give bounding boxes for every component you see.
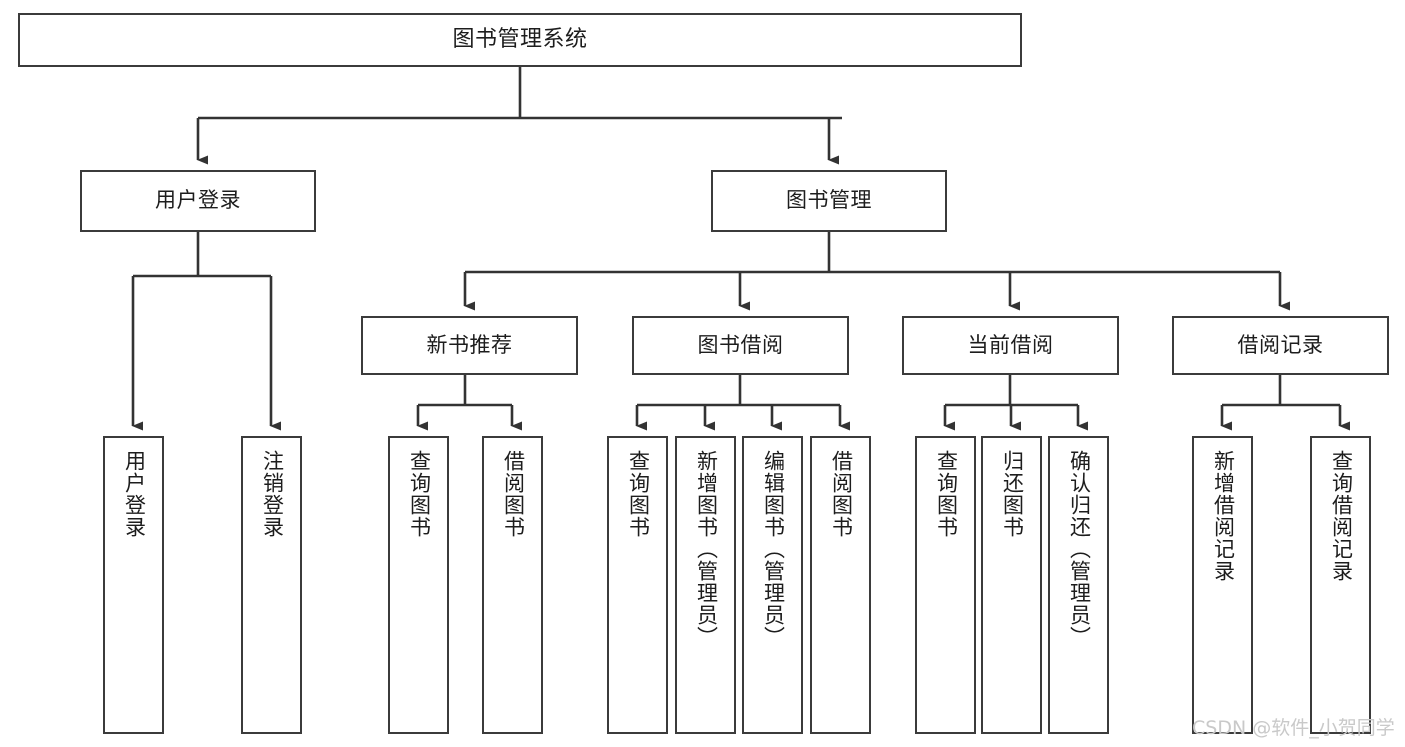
node-label: 编辑图书（管理员）: [761, 450, 786, 648]
node-label: 查询图书: [934, 450, 959, 538]
node-label: 借阅图书: [501, 450, 526, 538]
node-leaf-edit-book-admin[interactable]: 编辑图书（管理员）: [742, 436, 803, 734]
node-leaf-logout[interactable]: 注销登录: [241, 436, 302, 734]
node-current-borrowing[interactable]: 当前借阅: [902, 316, 1119, 375]
node-leaf-query-borrow-record[interactable]: 查询借阅记录: [1310, 436, 1371, 734]
node-leaf-confirm-return-admin[interactable]: 确认归还（管理员）: [1048, 436, 1109, 734]
node-label: 注销登录: [260, 450, 285, 538]
node-book-management[interactable]: 图书管理: [711, 170, 947, 232]
node-leaf-query-books-borrowing[interactable]: 查询图书: [607, 436, 668, 734]
node-label: 新增图书（管理员）: [694, 450, 719, 648]
node-label: 图书管理系统: [452, 26, 588, 52]
node-leaf-return-books[interactable]: 归还图书: [981, 436, 1042, 734]
node-leaf-borrow-books-recommendation[interactable]: 借阅图书: [482, 436, 543, 734]
node-label: 查询图书: [407, 450, 432, 538]
node-label: 归还图书: [1000, 450, 1025, 538]
node-user-login[interactable]: 用户登录: [80, 170, 316, 232]
node-label: 用户登录: [155, 188, 241, 213]
node-label: 图书管理: [786, 188, 872, 213]
node-label: 查询借阅记录: [1329, 450, 1354, 582]
node-label: 借阅记录: [1237, 332, 1324, 357]
node-root-library-management-system[interactable]: 图书管理系统: [18, 13, 1022, 67]
node-label: 用户登录: [122, 450, 147, 538]
node-label: 查询图书: [626, 450, 651, 538]
node-label: 当前借阅: [967, 332, 1054, 357]
node-leaf-borrow-books[interactable]: 借阅图书: [810, 436, 871, 734]
node-book-borrowing[interactable]: 图书借阅: [632, 316, 849, 375]
node-leaf-query-books-recommendation[interactable]: 查询图书: [388, 436, 449, 734]
node-label: 借阅图书: [829, 450, 854, 538]
node-label: 图书借阅: [697, 332, 784, 357]
node-leaf-query-books-current[interactable]: 查询图书: [915, 436, 976, 734]
node-label: 确认归还（管理员）: [1067, 450, 1092, 648]
node-new-book-recommendation[interactable]: 新书推荐: [361, 316, 578, 375]
node-leaf-add-borrow-record[interactable]: 新增借阅记录: [1192, 436, 1253, 734]
node-label: 新书推荐: [426, 332, 513, 357]
watermark-credit: CSDN @软件_小贺同学: [1192, 717, 1395, 739]
node-leaf-add-book-admin[interactable]: 新增图书（管理员）: [675, 436, 736, 734]
node-leaf-user-login[interactable]: 用户登录: [103, 436, 164, 734]
node-label: 新增借阅记录: [1211, 450, 1236, 582]
node-borrowing-record[interactable]: 借阅记录: [1172, 316, 1389, 375]
